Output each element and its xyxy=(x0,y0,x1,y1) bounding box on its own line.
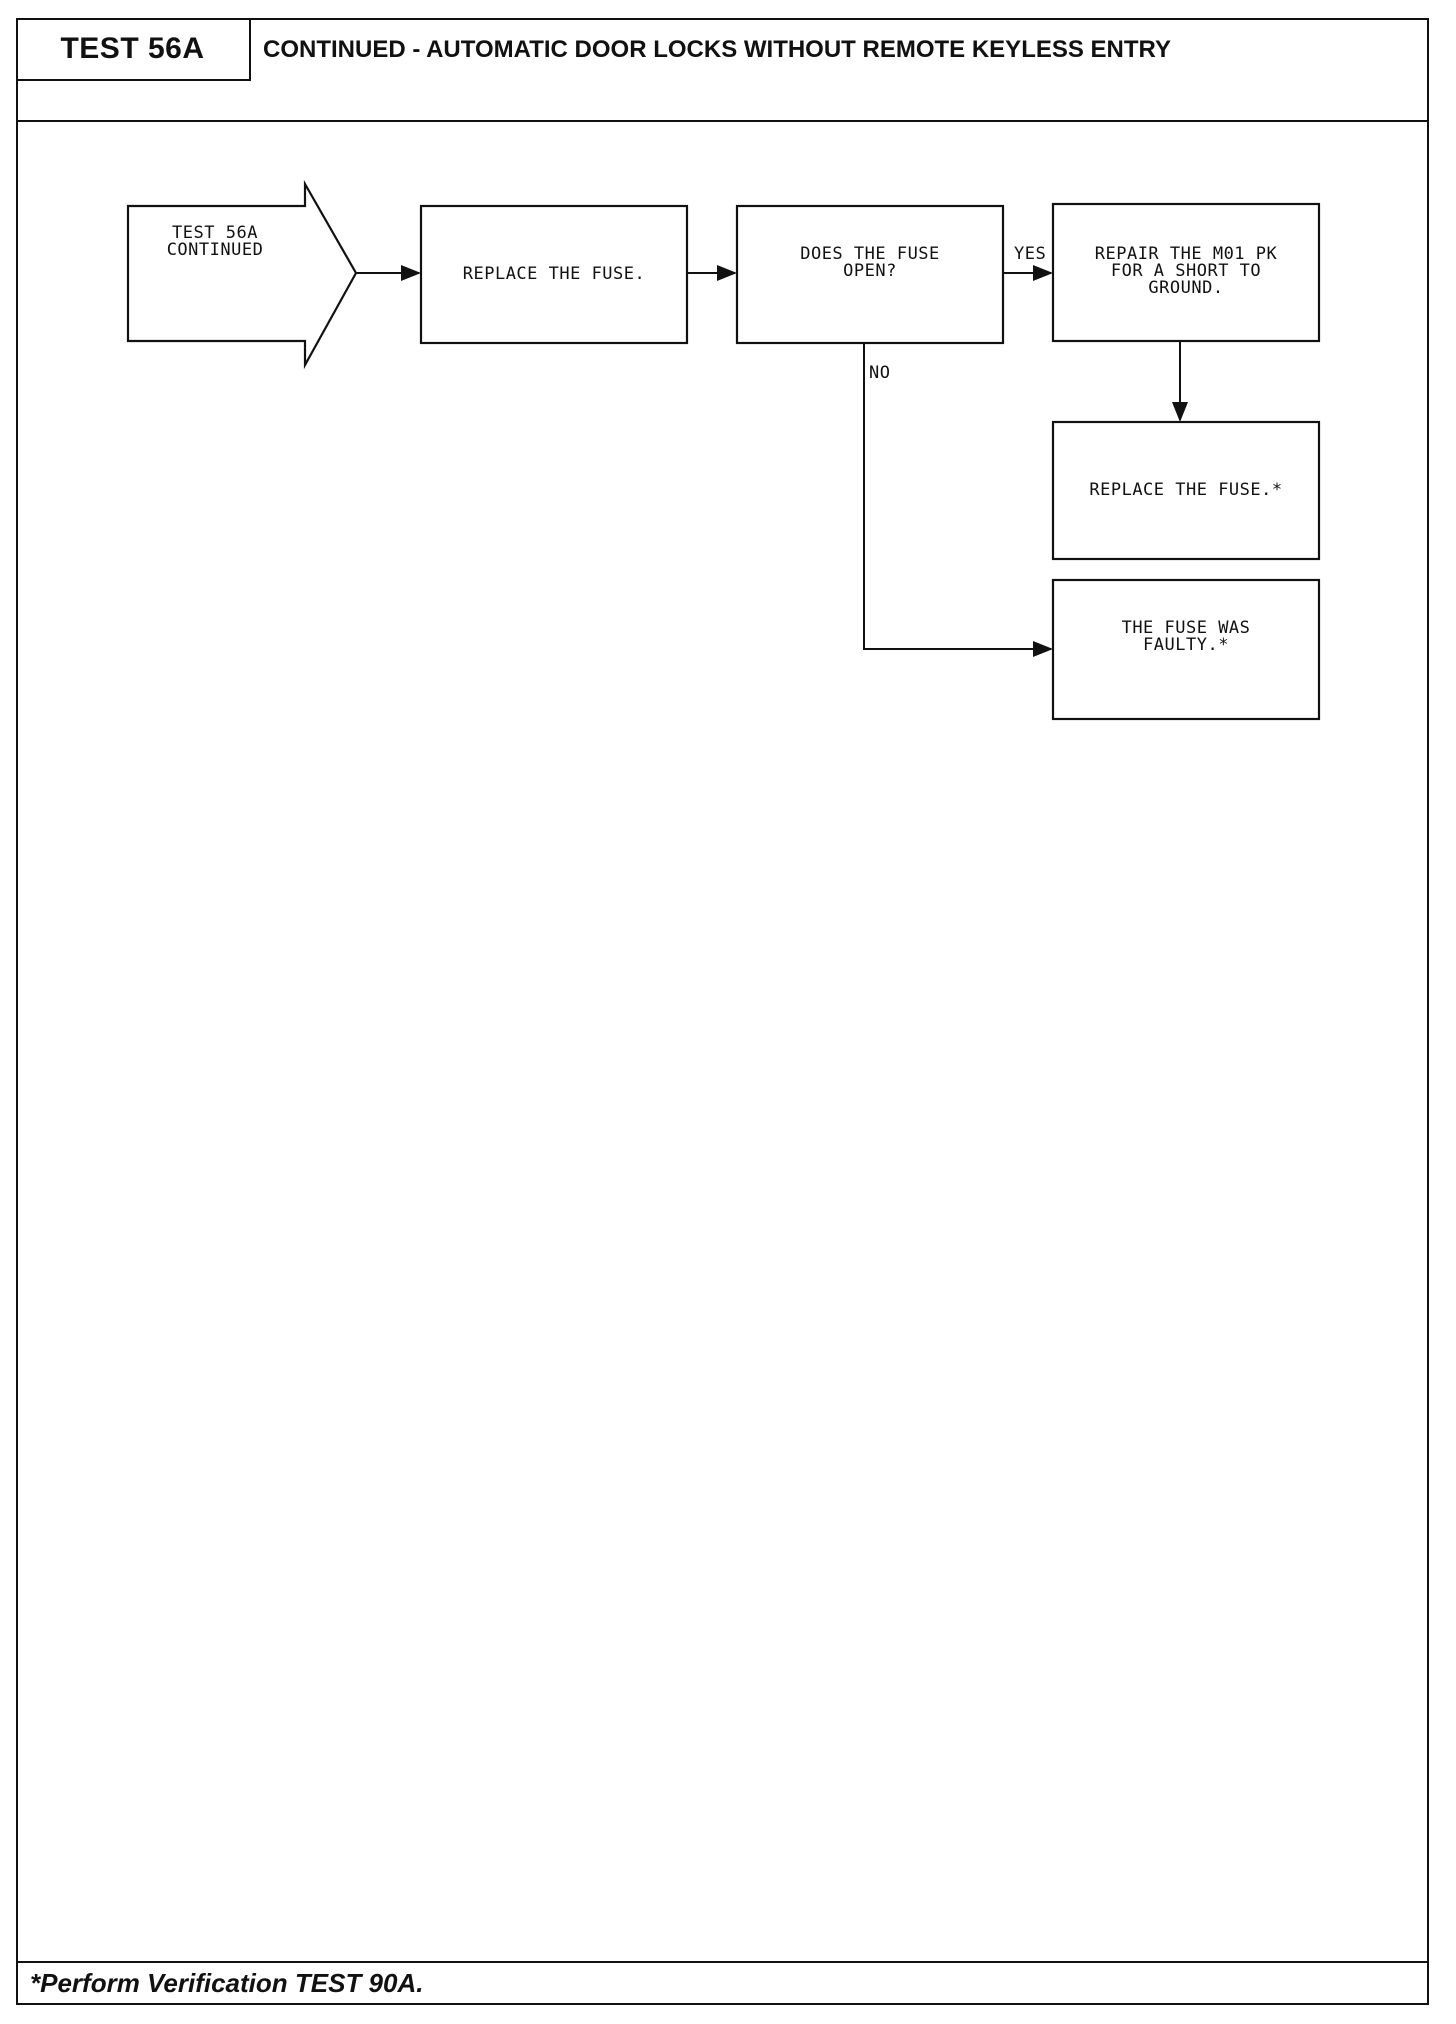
decision-text: DOES THE FUSE OPEN? xyxy=(800,244,940,281)
repair-box xyxy=(1051,202,1321,343)
repair-text: REPAIR THE M01 PK FOR A SHORT TO GROUND. xyxy=(1094,244,1278,298)
replace-fuse-text: REPLACE THE FUSE. xyxy=(462,264,646,284)
fuse-faulty-box xyxy=(1051,578,1321,721)
replace-fuse-final-text: REPLACE THE FUSE.* xyxy=(1089,480,1283,500)
fuse-faulty-text: THE FUSE WAS FAULTY.* xyxy=(1121,618,1251,655)
footer-divider xyxy=(16,1961,1429,1963)
connector-no xyxy=(863,343,1053,657)
header-bar xyxy=(16,18,1429,122)
page-title: CONTINUED - AUTOMATIC DOOR LOCKS WITHOUT… xyxy=(263,35,1171,63)
replace-fuse-final-box xyxy=(1051,420,1321,561)
test-id-label: TEST 56A xyxy=(16,18,251,81)
start-label: TEST 56A CONTINUED xyxy=(166,223,264,260)
decision-box xyxy=(735,204,1005,345)
replace-fuse-box xyxy=(419,204,689,345)
footer-note: *Perform Verification TEST 90A. xyxy=(30,1967,424,1998)
no-label: NO xyxy=(869,363,891,383)
yes-label: YES xyxy=(1014,244,1047,264)
page-frame xyxy=(16,18,1429,2005)
start-arrow-shape xyxy=(126,179,358,370)
